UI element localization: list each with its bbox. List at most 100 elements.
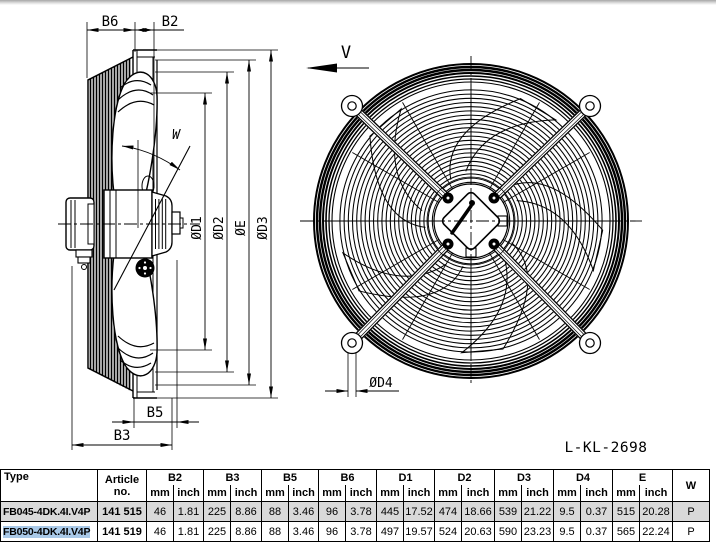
value-cell: 445 <box>376 501 404 522</box>
dim-label-b6: B6 <box>102 14 119 30</box>
value-cell: 474 <box>434 501 462 522</box>
value-cell: 22.24 <box>639 521 673 542</box>
unit-inch-header: inch <box>521 485 554 502</box>
value-cell: 19.57 <box>403 521 435 542</box>
value-cell: 17.52 <box>403 501 435 522</box>
dim-column-header: D1 <box>376 469 435 485</box>
value-cell: 18.66 <box>461 501 495 522</box>
unit-inch-header: inch <box>639 485 673 502</box>
airflow-arrow-icon <box>306 63 337 73</box>
dim-column-header: B3 <box>203 469 262 485</box>
unit-mm-header: mm <box>146 485 174 502</box>
value-cell: 1.81 <box>173 501 204 522</box>
unit-inch-header: inch <box>230 485 262 502</box>
value-cell: 21.22 <box>521 501 554 522</box>
value-cell: 225 <box>203 521 231 542</box>
value-cell: 8.86 <box>230 501 262 522</box>
article-cell: 141 519 <box>97 521 147 542</box>
terminal-box <box>65 197 95 270</box>
value-cell: 3.78 <box>345 501 377 522</box>
dim-column-header: B2 <box>146 469 204 485</box>
unit-inch-header: inch <box>173 485 204 502</box>
fan-side-view: B6 B2 B5 B3 <box>58 14 278 450</box>
dim-column-header: D3 <box>494 469 554 485</box>
selected-text: FB050-4DK.4I.V4P <box>3 525 91 538</box>
d4-dimension: ØD4 <box>325 353 399 397</box>
value-cell: 3.46 <box>288 501 319 522</box>
dim-column-header: D2 <box>434 469 495 485</box>
airflow-label-v: V <box>341 43 351 63</box>
unit-inch-header: inch <box>580 485 613 502</box>
value-cell: 20.28 <box>639 501 673 522</box>
blade-chord-line <box>113 145 191 291</box>
airflow-direction: V <box>306 43 369 73</box>
value-cell: 0.37 <box>580 501 613 522</box>
unit-mm-header: mm <box>494 485 522 502</box>
dim-label-d3: ØD3 <box>256 216 271 239</box>
value-cell: 46 <box>146 521 174 542</box>
mounting-struts <box>340 94 602 355</box>
drawing-number: L-KL-2698 <box>564 440 647 456</box>
shaft-mark <box>450 204 473 235</box>
value-cell: 96 <box>318 521 346 542</box>
type-cell: FB050-4DK.4I.V4P <box>0 521 98 542</box>
side-view-dimensions: B6 B2 B5 B3 <box>71 14 278 450</box>
w-cell: P <box>672 521 710 542</box>
unit-inch-header: inch <box>403 485 435 502</box>
guard-grille-spokes <box>334 84 608 358</box>
value-cell: 8.86 <box>230 521 262 542</box>
unit-inch-header: inch <box>345 485 377 502</box>
fan-front-view: V ØD4 L-KL-2698 <box>300 43 647 456</box>
dim-column-header: B5 <box>261 469 319 485</box>
unit-mm-header: mm <box>553 485 581 502</box>
dim-label-d2: ØD2 <box>212 216 227 239</box>
bearing-detail <box>135 258 155 278</box>
dim-column-header: E <box>612 469 673 485</box>
value-cell: 565 <box>612 521 640 542</box>
unit-mm-header: mm <box>318 485 346 502</box>
dim-label-e: ØE <box>234 220 249 236</box>
type-cell: FB045-4DK.4I.V4P <box>0 501 98 522</box>
dim-label-d1: ØD1 <box>190 216 205 239</box>
value-cell: 0.37 <box>580 521 613 542</box>
value-cell: 23.23 <box>521 521 554 542</box>
window-top-edge <box>0 0 716 5</box>
article-cell: 141 515 <box>97 501 147 522</box>
technical-drawing: B6 B2 B5 B3 <box>58 14 647 456</box>
dim-column-header: B6 <box>318 469 377 485</box>
value-cell: 539 <box>494 501 522 522</box>
unit-mm-header: mm <box>434 485 462 502</box>
value-cell: 524 <box>434 521 462 542</box>
value-cell: 88 <box>261 521 289 542</box>
value-cell: 88 <box>261 501 289 522</box>
dim-label-b2: B2 <box>162 14 179 30</box>
unit-mm-header: mm <box>376 485 404 502</box>
unit-mm-header: mm <box>612 485 640 502</box>
unit-mm-header: mm <box>261 485 289 502</box>
value-cell: 590 <box>494 521 522 542</box>
dim-label-b3: B3 <box>114 428 131 444</box>
dim-label-d4: ØD4 <box>369 376 393 391</box>
dim-label-b5: B5 <box>147 405 164 421</box>
type-column-header: Type <box>0 469 98 502</box>
unit-mm-header: mm <box>203 485 231 502</box>
value-cell: 46 <box>146 501 174 522</box>
dim-label-w: W <box>172 128 181 143</box>
value-cell: 9.5 <box>553 501 581 522</box>
value-cell: 9.5 <box>553 521 581 542</box>
w-cell: P <box>672 501 710 522</box>
value-cell: 1.81 <box>173 521 204 542</box>
value-cell: 20.63 <box>461 521 495 542</box>
value-cell: 3.78 <box>345 521 377 542</box>
value-cell: 515 <box>612 501 640 522</box>
w-column-header: W <box>672 469 710 502</box>
dim-column-header: D4 <box>553 469 613 485</box>
value-cell: 225 <box>203 501 231 522</box>
value-cell: 96 <box>318 501 346 522</box>
unit-inch-header: inch <box>461 485 495 502</box>
value-cell: 3.46 <box>288 521 319 542</box>
